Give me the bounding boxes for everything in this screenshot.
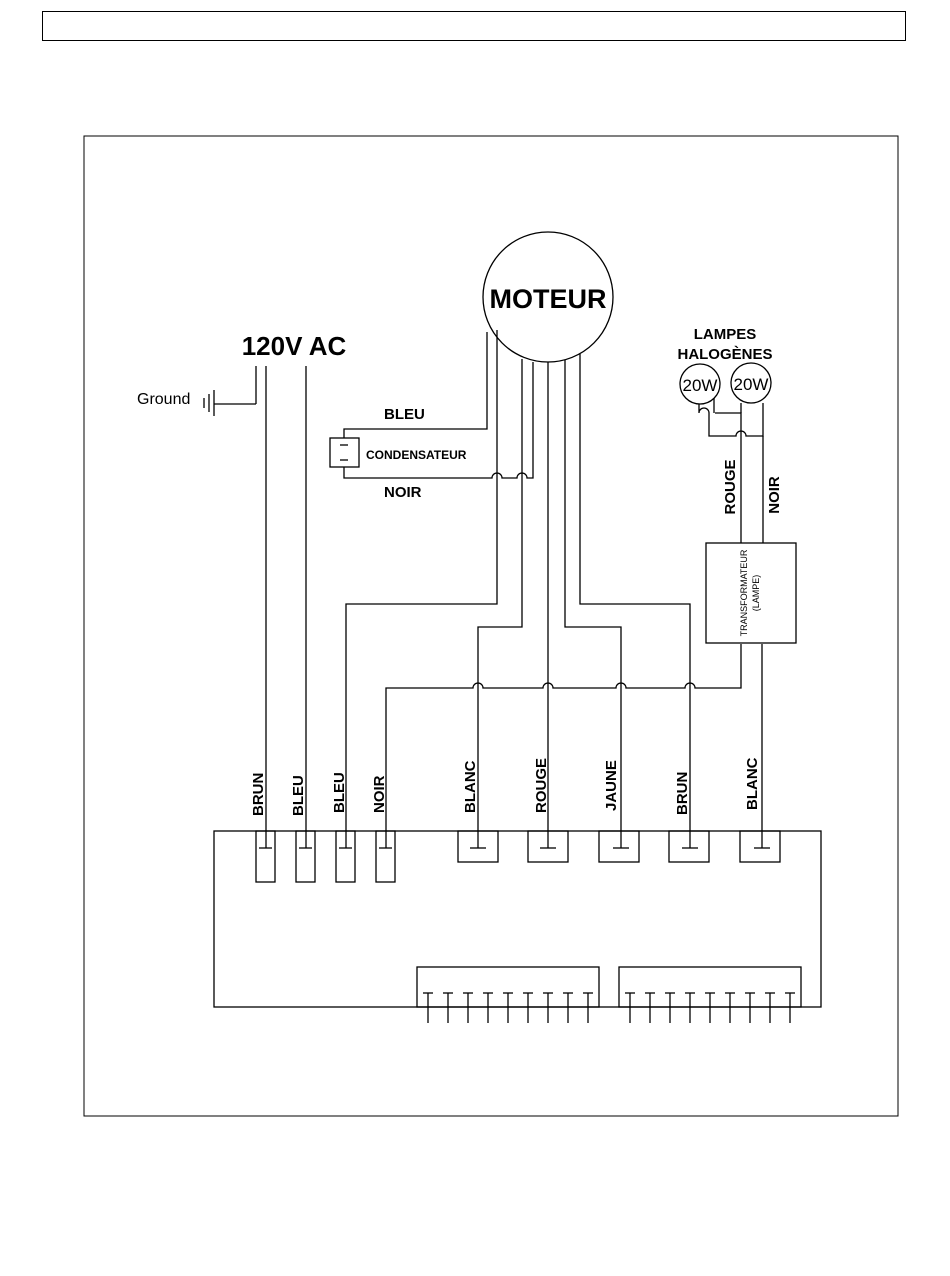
connector-pin — [645, 993, 655, 1023]
connector-pin — [443, 993, 453, 1023]
terminal-block — [214, 831, 821, 1007]
connector-pin — [583, 993, 593, 1023]
connector-pin — [503, 993, 513, 1023]
capacitor-box — [330, 438, 359, 467]
lamp-wire-rouge — [699, 403, 763, 436]
connector-pin — [665, 993, 675, 1023]
terminal-label-8: BRUN — [674, 772, 691, 815]
connector-pin — [765, 993, 775, 1023]
ground-icon — [204, 366, 256, 416]
lamp-wire-right-label: NOIR — [766, 476, 783, 514]
transformer-wire-noir — [386, 644, 741, 848]
terminal-label-6: ROUGE — [533, 758, 550, 813]
diagram-frame — [84, 136, 898, 1116]
terminal-label-3: BLEU — [331, 772, 348, 813]
lamp-1-label: 20W — [683, 376, 718, 395]
connector-pin — [463, 993, 473, 1023]
terminal-label-7: JAUNE — [603, 760, 620, 811]
transformer-label-2: (LAMPE) — [751, 575, 761, 612]
connector-pin — [423, 993, 433, 1023]
lamps-label-2: HALOGÈNES — [677, 346, 772, 363]
connector-pin — [725, 993, 735, 1023]
connector-pin — [543, 993, 553, 1023]
supply-label: 120V AC — [242, 331, 347, 361]
connector-pin — [785, 993, 795, 1023]
capacitor-label: CONDENSATEUR — [366, 448, 467, 462]
pin-connectors — [417, 967, 801, 1023]
terminal-blanc-2 — [740, 831, 780, 862]
connector-pin — [705, 993, 715, 1023]
terminal-label-4: NOIR — [371, 775, 388, 813]
ground-label: Ground — [137, 391, 190, 408]
transformer-label-1: TRANSFORMATEUR — [739, 549, 749, 636]
capacitor-wire-top-label: BLEU — [384, 406, 425, 423]
connector-pin — [523, 993, 533, 1023]
connector-pin — [745, 993, 755, 1023]
terminal-label-9: BLANC — [744, 757, 761, 810]
connector-pin — [685, 993, 695, 1023]
terminal-label-2: BLEU — [290, 775, 307, 816]
terminal-label-5: BLANC — [462, 760, 479, 813]
connector-pin — [625, 993, 635, 1023]
lamps-label-1: LAMPES — [694, 326, 757, 343]
terminal-label-1: BRUN — [250, 773, 267, 816]
lamp-wire-left-label: ROUGE — [722, 459, 739, 514]
terminal-jaune — [599, 831, 639, 862]
capacitor-wire-bottom-label: NOIR — [384, 484, 422, 501]
motor-label: MOTEUR — [490, 284, 607, 314]
lamp-2-label: 20W — [734, 375, 769, 394]
terminal-brun-2 — [669, 831, 709, 862]
connector-pin — [563, 993, 573, 1023]
connector-pin — [483, 993, 493, 1023]
